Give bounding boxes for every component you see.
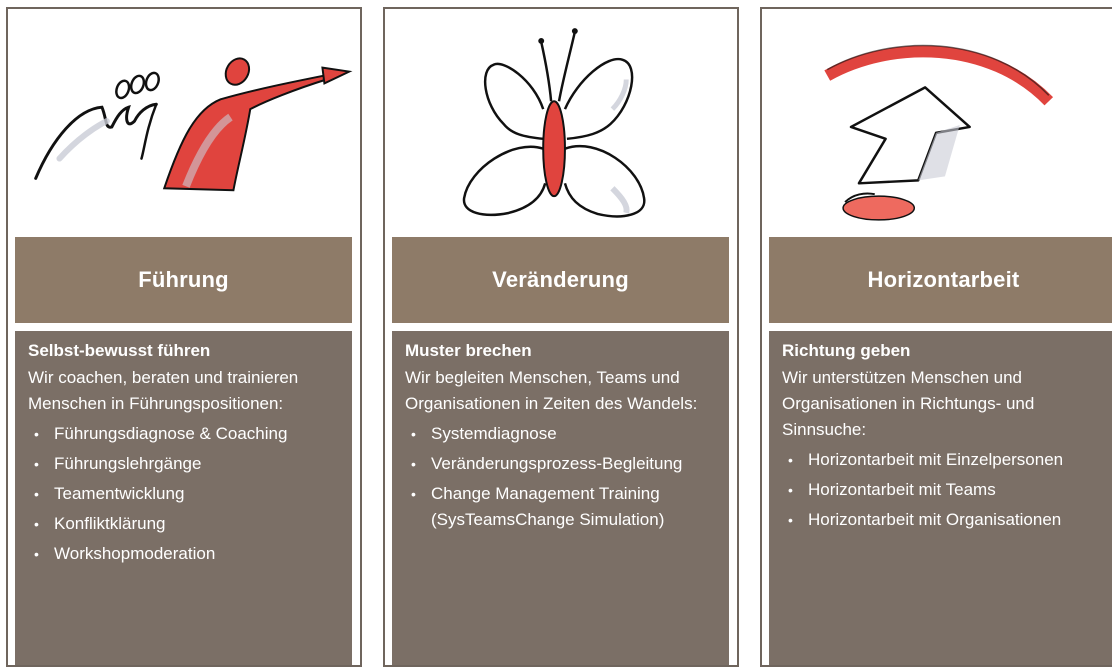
service-list: •Horizontarbeit mit Einzelpersonen •Hori… [782, 447, 1108, 533]
card-subtitle: Richtung geben [782, 341, 911, 360]
card-body: Selbst-bewusst führen Wir coachen, berat… [15, 331, 352, 665]
bullet-icon: • [34, 486, 39, 502]
card-description: Wir unterstützen Menschen und Organisati… [782, 368, 1035, 439]
bullet-icon: • [788, 452, 793, 468]
list-item: •Konfliktklärung [28, 511, 342, 537]
list-item: •Führungsdiagnose & Coaching [28, 421, 342, 447]
card-title: Horizontarbeit [769, 237, 1112, 323]
card-description: Wir coachen, beraten und trainieren Mens… [28, 368, 299, 413]
service-list: •Systemdiagnose •Veränderungsprozess-Beg… [405, 421, 719, 533]
card-title: Veränderung [392, 237, 729, 323]
list-item: •Teamentwicklung [28, 481, 342, 507]
card-description: Wir begleiten Menschen, Teams und Organi… [405, 368, 698, 413]
list-item: •Systemdiagnose [405, 421, 719, 447]
bullet-icon: • [34, 426, 39, 442]
card-body: Richtung geben Wir unterstützen Menschen… [769, 331, 1112, 665]
card-fuehrung[interactable]: Führung Selbst-bewusst führen Wir coache… [6, 7, 362, 667]
list-item: •Workshopmoderation [28, 541, 342, 567]
bullet-icon: • [788, 512, 793, 528]
list-item: •Change Management Training (SysTeamsCha… [405, 481, 719, 533]
arrow-to-horizon-icon [762, 9, 1112, 237]
list-item: •Horizontarbeit mit Organisationen [782, 507, 1108, 533]
leader-pointing-icon [8, 9, 360, 237]
card-subtitle: Muster brechen [405, 341, 532, 360]
bullet-icon: • [411, 426, 416, 442]
bullet-icon: • [411, 456, 416, 472]
list-item: •Führungslehrgänge [28, 451, 342, 477]
butterfly-icon [385, 9, 737, 237]
bullet-icon: • [788, 482, 793, 498]
list-item: •Veränderungsprozess-Begleitung [405, 451, 719, 477]
card-horizontarbeit[interactable]: Horizontarbeit Richtung geben Wir unters… [760, 7, 1112, 667]
card-body: Muster brechen Wir begleiten Menschen, T… [392, 331, 729, 665]
bullet-icon: • [34, 546, 39, 562]
service-list: •Führungsdiagnose & Coaching •Führungsle… [28, 421, 342, 567]
bullet-icon: • [34, 516, 39, 532]
bullet-icon: • [34, 456, 39, 472]
card-title: Führung [15, 237, 352, 323]
card-subtitle: Selbst-bewusst führen [28, 341, 211, 360]
bullet-icon: • [411, 486, 416, 502]
card-veraenderung[interactable]: Veränderung Muster brechen Wir begleiten… [383, 7, 739, 667]
list-item: •Horizontarbeit mit Einzelpersonen [782, 447, 1108, 473]
list-item: •Horizontarbeit mit Teams [782, 477, 1108, 503]
